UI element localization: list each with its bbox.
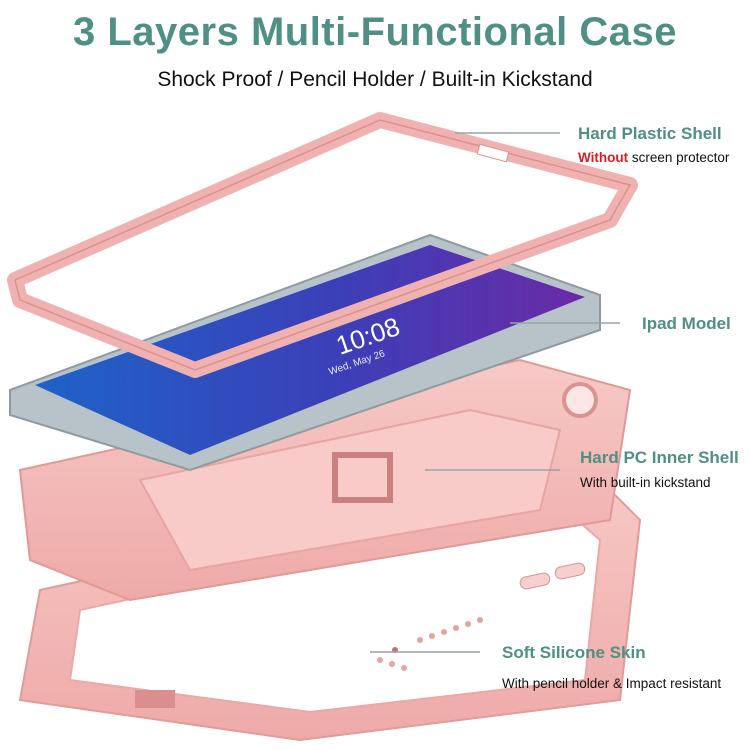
kickstand	[332, 452, 393, 503]
desc-highlight-without: Without	[578, 150, 629, 165]
port-grill	[135, 690, 175, 708]
tablet-model: 10:08 Wed, May 26	[9, 233, 601, 472]
page-subtitle: Shock Proof / Pencil Holder / Built-in K…	[157, 68, 593, 91]
label-hard-pc-inner-shell: Hard PC Inner Shell	[580, 448, 739, 467]
desc-hard-plastic-shell-rest: screen protector	[628, 150, 730, 165]
label-ipad-model: Ipad Model	[642, 314, 731, 333]
inner-shell-layer	[18, 358, 632, 602]
page-title: 3 Layers Multi-Functional Case	[72, 10, 678, 54]
leader-lines	[370, 132, 620, 653]
plastic-shell-layer	[7, 112, 638, 378]
desc-hard-plastic-shell: Without screen protector	[578, 150, 729, 165]
desc-hard-pc-inner-shell: With built-in kickstand	[580, 475, 711, 490]
desc-soft-silicone-skin: With pencil holder & Impact resistant	[502, 676, 722, 691]
label-soft-silicone-skin: Soft Silicone Skin	[502, 643, 646, 662]
camera-cutout	[562, 382, 598, 418]
label-hard-plastic-shell: Hard Plastic Shell	[578, 124, 722, 143]
